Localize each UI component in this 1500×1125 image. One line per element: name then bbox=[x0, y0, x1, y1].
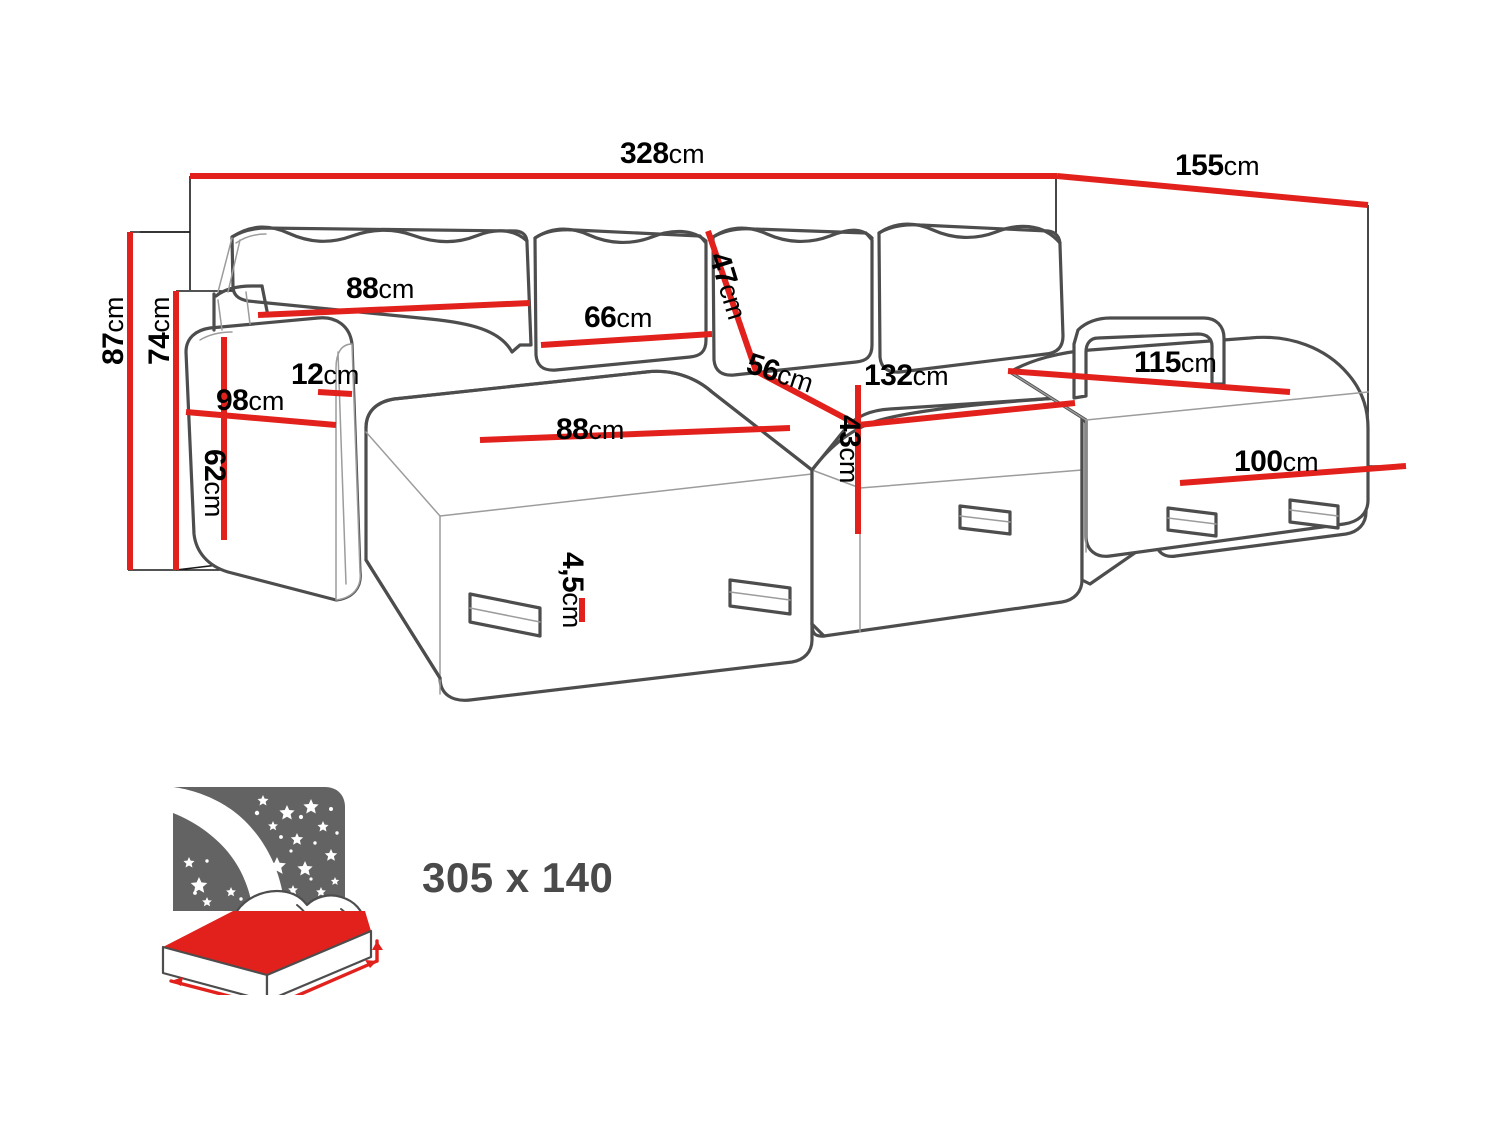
leg-3 bbox=[958, 504, 1012, 536]
label-132cm: 132cm bbox=[864, 359, 949, 392]
label-62cm: 62cm bbox=[198, 449, 231, 518]
left-armrest-inner-face bbox=[335, 343, 361, 601]
bed-with-starry-night-icon: .sky { fill:#636363; } .star { fill:#fff… bbox=[161, 787, 383, 995]
dim-line-47 bbox=[705, 230, 759, 372]
label-87cm: 87cm bbox=[97, 296, 130, 365]
sleeping-area-label: 305 x 140 bbox=[422, 854, 614, 901]
label-115cm: 115cm bbox=[1134, 346, 1217, 379]
label-155cm: 155cm bbox=[1175, 149, 1260, 182]
label-98cm: 98cm bbox=[216, 384, 285, 417]
label-74cm: 74cm bbox=[143, 296, 176, 365]
dimension-lines bbox=[127, 173, 1407, 622]
bed-width-arrow bbox=[294, 959, 379, 995]
bed-length-arrow bbox=[169, 979, 232, 995]
back-cushion-4 bbox=[877, 223, 1065, 374]
label-328cm: 328cm bbox=[620, 137, 705, 170]
star-field bbox=[183, 795, 340, 907]
dim-line-88-seat bbox=[479, 425, 791, 443]
label-66cm: 66cm bbox=[584, 301, 653, 334]
back-cushion-2 bbox=[533, 228, 708, 372]
crescent-swoosh bbox=[173, 787, 285, 911]
dim-line-56 bbox=[754, 368, 860, 428]
dim-line-155 bbox=[1056, 173, 1369, 208]
right-chaise-armrest bbox=[1072, 316, 1226, 400]
sofa-illustration bbox=[184, 222, 1370, 702]
label-12cm: 12cm bbox=[291, 358, 360, 391]
dim-line-66 bbox=[540, 331, 713, 348]
leg-4 bbox=[1166, 506, 1218, 538]
label-88cm-seat: 88cm bbox=[556, 413, 625, 446]
dim-line-100 bbox=[1179, 463, 1407, 486]
label-88cm-back-cushion: 88cm bbox=[346, 272, 415, 305]
dim-line-88-top bbox=[257, 300, 531, 318]
mattress-body bbox=[161, 945, 269, 995]
dim-line-12 bbox=[317, 389, 353, 397]
label-100cm: 100cm bbox=[1234, 445, 1319, 478]
leg-2 bbox=[728, 578, 792, 616]
dim-line-115 bbox=[1007, 368, 1291, 395]
dim-line-98 bbox=[185, 409, 337, 428]
label-43cm: 43cm bbox=[833, 415, 866, 484]
label-45cm-leg: 4,5cm bbox=[556, 552, 589, 629]
mattress-top-red bbox=[163, 911, 371, 975]
dim-line-132 bbox=[857, 400, 1076, 428]
leg-5 bbox=[1288, 498, 1340, 530]
mattress-body-right bbox=[265, 929, 373, 995]
